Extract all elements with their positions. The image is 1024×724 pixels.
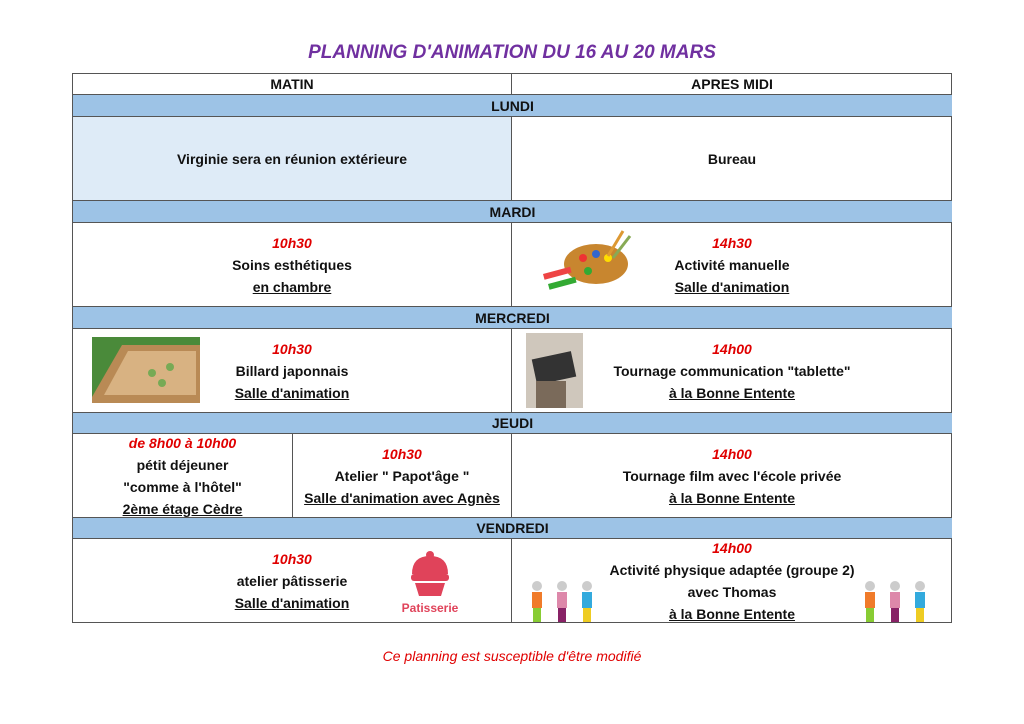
vendredi-morning: 10h30 atelier pâtisserie Salle d'animati… <box>73 539 512 623</box>
time: de 8h00 à 10h00 <box>128 434 237 451</box>
mardi-afternoon: 14h30 Activité manuelle Salle d'animatio… <box>512 223 952 307</box>
activity: Tournage film avec l'école privée <box>622 467 842 484</box>
place: Salle d'animation <box>234 595 350 611</box>
activity: Billard japonnais <box>235 362 349 379</box>
vendredi-afternoon: 14h00 Activité physique adaptée (groupe … <box>512 539 952 623</box>
activity: Tournage communication "tablette" <box>613 362 851 379</box>
place: Salle d'animation <box>674 278 790 295</box>
header-morning: MATIN <box>73 74 512 95</box>
place: à la Bonne Entente <box>668 384 796 401</box>
time: 10h30 <box>272 551 312 567</box>
header-afternoon: APRES MIDI <box>512 74 952 95</box>
time: 10h30 <box>382 445 422 462</box>
activity: Soins esthétiques <box>232 256 352 273</box>
exercise-seniors-left-image <box>532 581 592 622</box>
lundi-morning: Virginie sera en réunion extérieure <box>73 117 512 201</box>
with: avec Thomas <box>687 584 777 600</box>
activity: Atelier " Papot'âge " <box>334 467 470 484</box>
lundi-afternoon: Bureau <box>512 117 952 201</box>
schedule-table: MATIN APRES MIDI LUNDI Virginie sera en … <box>72 73 952 623</box>
place: 2ème étage Cèdre <box>122 500 243 517</box>
activity: Activité manuelle <box>674 256 790 273</box>
tablet-photo-image <box>526 333 583 408</box>
place: Salle d'animation <box>234 384 350 401</box>
activity-line1: pétit déjeuner <box>136 456 229 473</box>
footer-note: Ce planning est susceptible d'être modif… <box>382 648 642 664</box>
place: à la Bonne Entente <box>668 489 796 506</box>
mardi-morning: 10h30 Soins esthétiques en chambre <box>73 223 512 307</box>
time: 14h00 <box>712 445 752 462</box>
day-bar-lundi: LUNDI <box>73 95 952 117</box>
cupcake-icon <box>411 551 449 596</box>
day-bar-mercredi: MERCREDI <box>73 307 952 329</box>
jeudi-morning-breakfast: de 8h00 à 10h00 pétit déjeuner "comme à … <box>73 434 293 518</box>
mercredi-morning: 10h30 Billard japonnais Salle d'animatio… <box>73 329 512 413</box>
place: en chambre <box>252 278 332 295</box>
japanese-billiard-image <box>92 337 200 403</box>
time: 14h30 <box>712 234 752 251</box>
time: 10h30 <box>272 340 312 357</box>
activity-line2: "comme à l'hôtel" <box>123 478 242 495</box>
time: 10h30 <box>272 234 312 251</box>
patisserie-logo: Patisserie <box>395 550 465 615</box>
activity: atelier pâtisserie <box>236 573 348 589</box>
jeudi-afternoon: 14h00 Tournage film avec l'école privée … <box>512 434 952 518</box>
place: Salle d'animation avec Agnès <box>304 489 500 506</box>
day-bar-mardi: MARDI <box>73 201 952 223</box>
jeudi-morning-atelier: 10h30 Atelier " Papot'âge " Salle d'anim… <box>293 434 512 518</box>
day-bar-vendredi: VENDREDI <box>73 518 952 539</box>
place: à la Bonne Entente <box>668 606 796 622</box>
time: 14h00 <box>712 340 752 357</box>
exercise-seniors-right-image <box>865 581 925 622</box>
page-title: PLANNING D'ANIMATION DU 16 AU 20 MARS <box>308 42 716 63</box>
paint-palette-icon <box>543 230 632 290</box>
day-bar-jeudi: JEUDI <box>73 413 952 434</box>
mercredi-afternoon: 14h00 Tournage communication "tablette" … <box>512 329 952 413</box>
time: 14h00 <box>712 540 752 556</box>
activity: Activité physique adaptée (groupe 2) <box>609 562 855 578</box>
